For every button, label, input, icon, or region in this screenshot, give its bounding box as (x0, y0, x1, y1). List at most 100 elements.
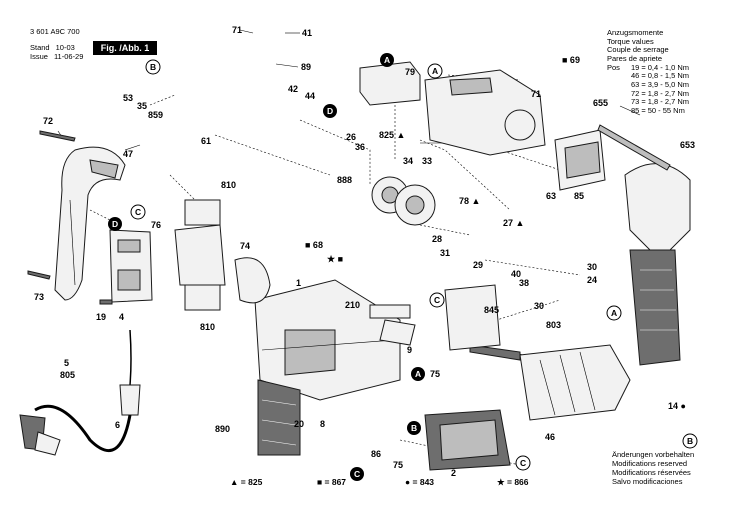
part-number: 76 (151, 220, 161, 230)
ref-marker-c: C (350, 467, 364, 481)
part-number: 1 (296, 278, 301, 288)
part-number-labels: 71 41 89 42 44 79 ■ 69 71 655 653 53 35 … (34, 25, 695, 478)
ref-marker-c: C (515, 455, 531, 471)
part-number: 805 (60, 370, 75, 380)
part-number: 810 (200, 322, 215, 332)
ref-marker-a: A (606, 305, 622, 321)
svg-text:C: C (354, 469, 360, 479)
stand-issue-block: Stand 10-03 Issue 11-06-29 (30, 43, 83, 61)
svg-text:B: B (150, 62, 156, 72)
legend-item: ▲ = 825 (230, 477, 263, 487)
part-number: 63 (546, 191, 556, 201)
stand-value: 10-03 (55, 43, 75, 52)
svg-text:D: D (112, 219, 118, 229)
ref-marker-d: D (323, 104, 337, 118)
ref-marker-a: A (380, 53, 394, 67)
part-number: 655 (593, 98, 608, 108)
chuck-part (554, 129, 606, 191)
stand-label: Stand (30, 43, 50, 52)
grip-cover-part (257, 379, 301, 456)
svg-text:B: B (411, 423, 417, 433)
part-number: 46 (545, 432, 555, 442)
part-number: 29 (473, 260, 483, 270)
auxiliary-handle-part (624, 163, 691, 366)
part-number: 30 (587, 262, 597, 272)
part-number: 30 (534, 301, 544, 311)
motor-housing-part (254, 279, 401, 401)
part-number: ■ 69 (562, 55, 580, 65)
part-number: 859 (148, 110, 163, 120)
ref-marker-b: B (682, 433, 698, 449)
part-number: 6 (115, 420, 120, 430)
power-cord-part (19, 329, 141, 456)
part-number: 61 (201, 136, 211, 146)
pos-label: Pos (607, 62, 620, 72)
part-number: 20 (294, 419, 304, 429)
part-number: ★ ■ (327, 254, 343, 264)
part-number: 803 (546, 320, 561, 330)
part-number: 75 (430, 369, 440, 379)
torque-title-fr: Couple de serrage (607, 45, 669, 55)
part-number: 44 (305, 91, 315, 101)
torque-row: 73=1,8 - 2,7 Nm (631, 97, 689, 107)
part-number: 26 (346, 132, 356, 142)
part-number: 825 ▲ (379, 130, 405, 140)
part-number: 40 (511, 269, 521, 279)
part-number: 72 (43, 116, 53, 126)
part-number: 27 ▲ (503, 218, 524, 228)
part-number: 35 (137, 101, 147, 111)
part-number: 41 (302, 28, 312, 38)
part-number: 53 (123, 93, 133, 103)
part-number: 5 (64, 358, 69, 368)
part-number: 86 (371, 449, 381, 459)
part-number: 890 (215, 424, 230, 434)
legend-item: ★ = 866 (497, 477, 529, 487)
torque-row: 46=0,8 - 1,5 Nm (631, 71, 689, 81)
svg-text:B: B (687, 436, 693, 446)
part-number: 845 (484, 305, 499, 315)
part-number: 89 (301, 62, 311, 72)
ref-marker-a: A (427, 63, 443, 79)
torque-title-en: Torque values (607, 36, 654, 46)
ref-marker-d: D (108, 217, 122, 231)
issue-value: 11-06-29 (53, 52, 84, 61)
torque-table: Anzugsmomente Torque values Couple de se… (607, 28, 691, 116)
svg-text:A: A (384, 55, 390, 65)
ref-marker-b: B (145, 59, 161, 75)
part-number: 36 (355, 142, 365, 152)
part-number: 71 (232, 25, 242, 35)
part-number: 8 (320, 419, 325, 429)
rear-handle-part (54, 146, 126, 301)
label-plate-210-part (369, 304, 411, 319)
part-number: 34 (403, 156, 413, 166)
issue-label: Issue (30, 52, 48, 61)
drawing-code: 3 601 A9C 700 (30, 27, 80, 36)
svg-text:C: C (434, 295, 440, 305)
part-number: 2 (451, 468, 456, 478)
part-number: ■ 68 (305, 240, 323, 250)
screw-72-part (39, 130, 76, 142)
screw-19-part (99, 299, 113, 305)
torque-row: 72=1,8 - 2,7 Nm (631, 88, 689, 98)
torque-row: 63=3,9 - 5,0 Nm (631, 80, 689, 89)
figure-tag: Fig. /Abb. 1 (93, 41, 157, 55)
label-9-part (379, 319, 416, 346)
legend-item: ■ = 867 (317, 477, 347, 487)
part-number: 74 (240, 241, 250, 251)
gear-housing-part (424, 69, 546, 156)
svg-text:A: A (432, 66, 438, 76)
part-number: 19 (96, 312, 106, 322)
modification-notice: Änderungen vorbehalten Modifications res… (612, 450, 695, 486)
part-number: 31 (440, 248, 450, 258)
field-coil-part (424, 409, 511, 471)
document-header: 3 601 A9C 700 (30, 27, 80, 36)
part-number: 42 (288, 84, 298, 94)
depth-gauge-655-part (597, 124, 671, 171)
legend-item: ● = 843 (405, 477, 435, 487)
torque-title-es: Pares de apriete (607, 54, 663, 64)
part-number: 653 (680, 140, 695, 150)
screw-73-part (27, 270, 51, 280)
part-number: 28 (432, 234, 442, 244)
